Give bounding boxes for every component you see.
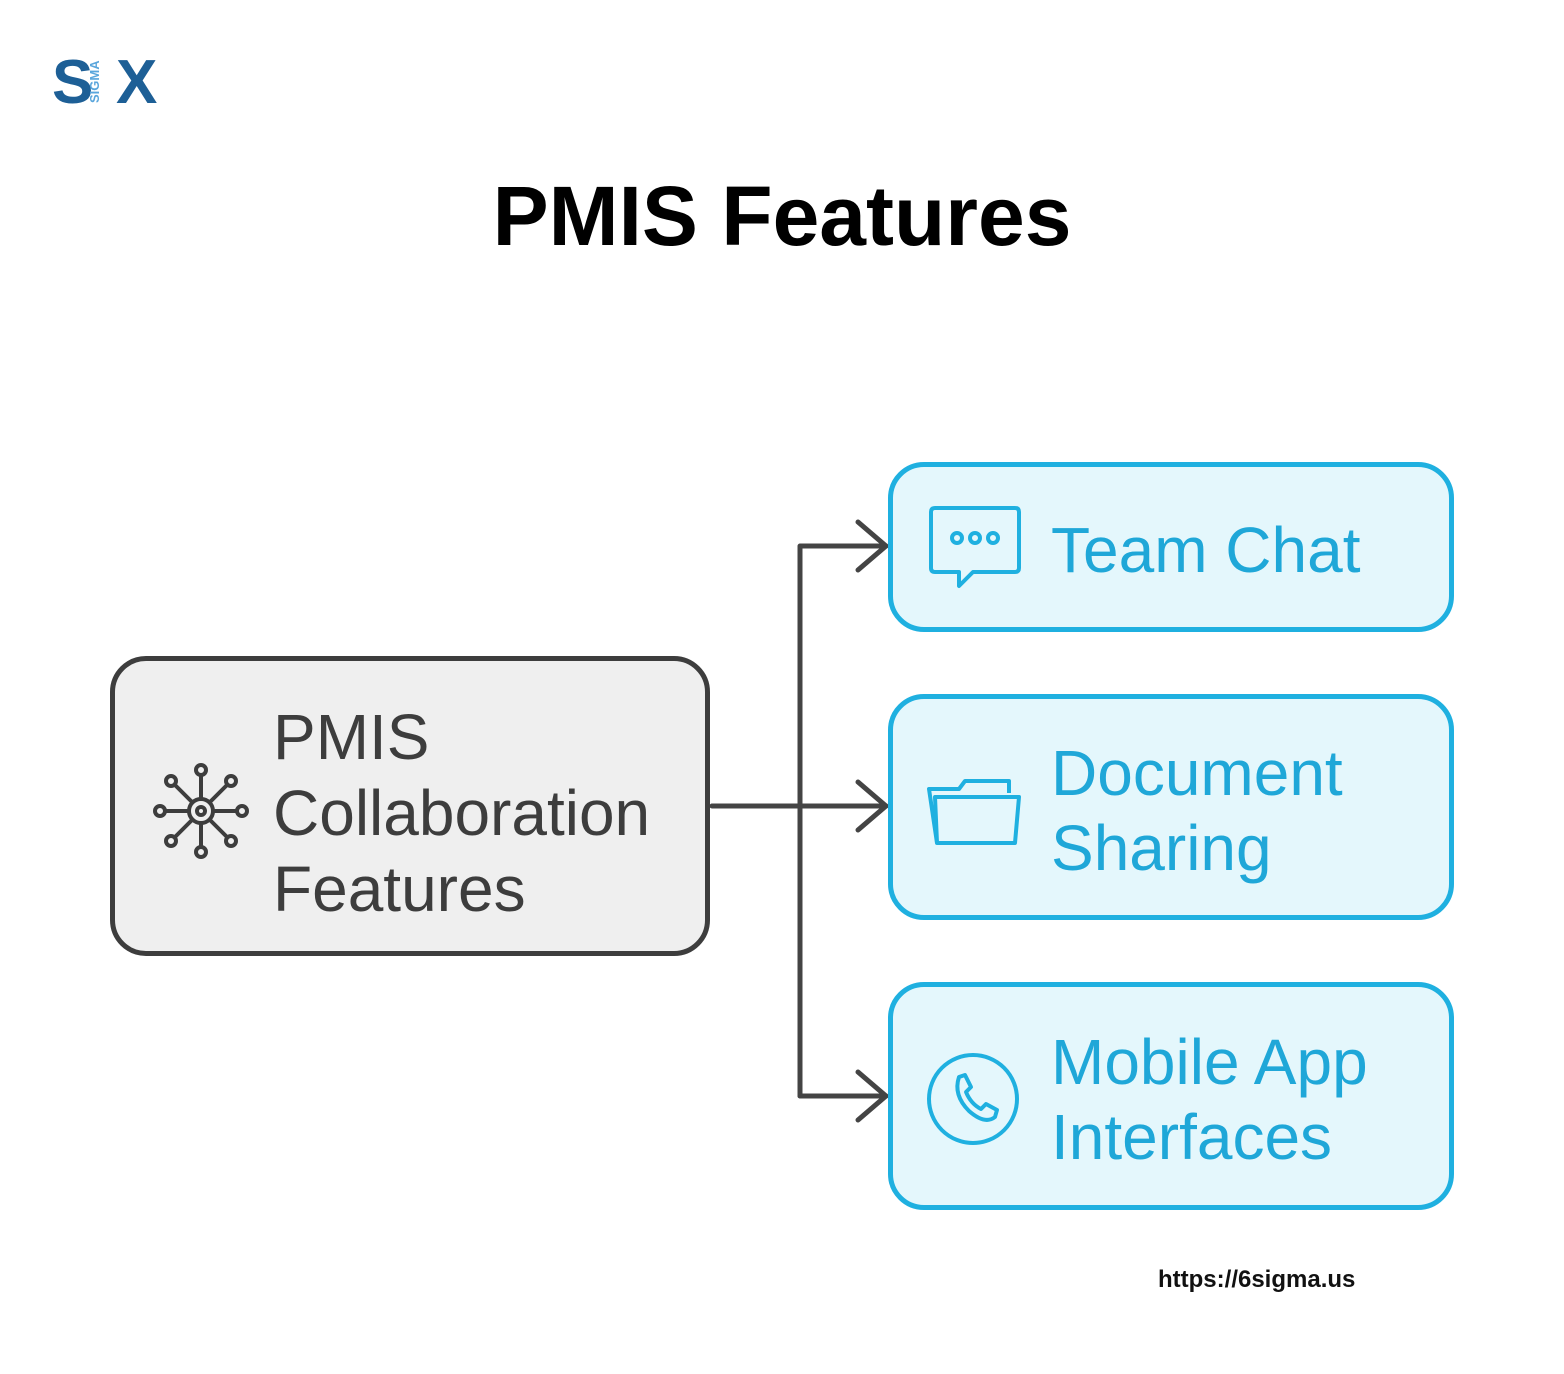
chat-bubble-icon: [929, 506, 1021, 588]
arrowhead-team-chat: [855, 519, 889, 573]
source-node-label: PMIS Collaboration Features: [273, 701, 651, 925]
target-node-document-sharing: Document Sharing: [888, 694, 1454, 920]
arrowhead-document-sharing: [855, 779, 889, 833]
target-node-team-chat: Team Chat: [888, 462, 1454, 632]
source-node: PMIS Collaboration Features: [110, 656, 710, 956]
arrowhead-mobile-app: [855, 1069, 889, 1123]
network-hub-icon: [153, 763, 249, 859]
page-title: PMIS Features: [492, 169, 1072, 263]
target-label-team-chat: Team Chat: [1051, 514, 1361, 586]
target-node-mobile-app: Mobile App Interfaces: [888, 982, 1454, 1210]
footer-url: https://6sigma.us: [1158, 1266, 1356, 1293]
target-label-document-sharing: Document Sharing: [1051, 737, 1343, 884]
target-label-mobile-app: Mobile App Interfaces: [1051, 1026, 1368, 1173]
brand-logo: S SIGMA X: [52, 52, 167, 114]
folder-icon: [927, 779, 1021, 845]
phone-icon: [927, 1053, 1019, 1145]
logo-letter-x: X: [116, 48, 158, 117]
connector-branch: [797, 543, 889, 1099]
logo-letter-s: S: [52, 48, 94, 117]
